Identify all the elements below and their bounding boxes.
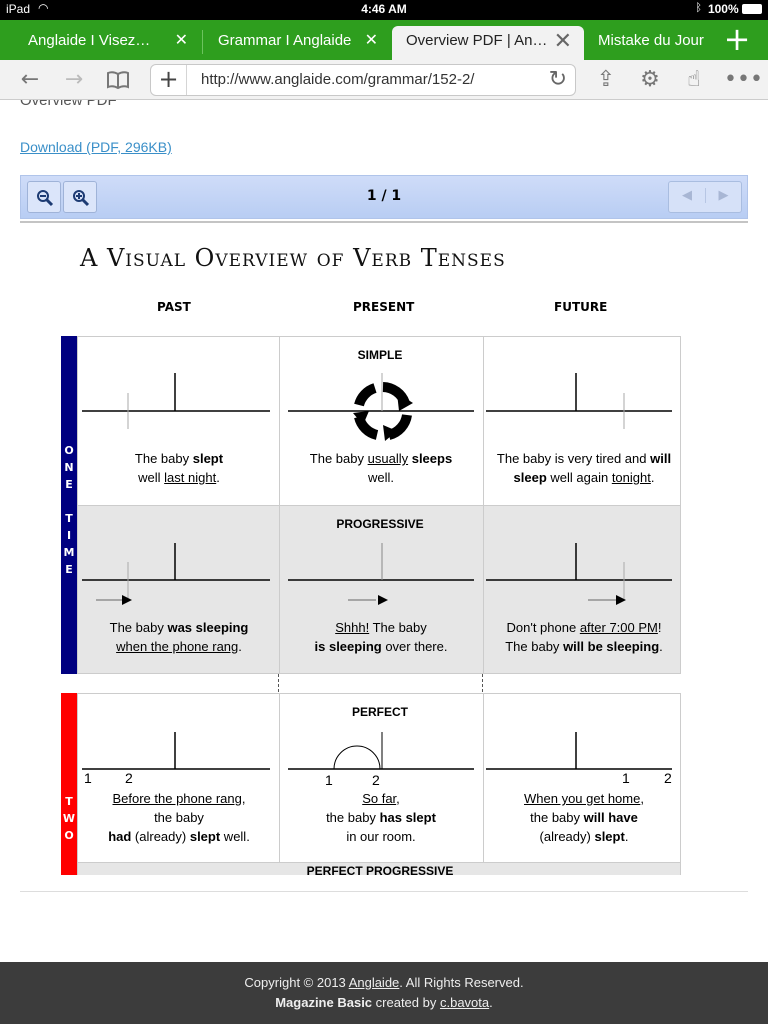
zoom-out-icon	[37, 190, 54, 207]
column-future: FUTURE	[554, 300, 608, 314]
status-bar: iPad ◠ 4:46 AM ᛒ 100%	[0, 0, 768, 20]
progressive-past-text: The baby was sleeping when the phone ran…	[109, 620, 249, 654]
add-bookmark-button[interactable]: +	[151, 65, 187, 95]
two-time-grid: PERFECT 1 2 1 2 1 2 Before the phone ran…	[77, 693, 681, 882]
bookmarks-icon[interactable]	[104, 66, 132, 94]
close-icon[interactable]: ✕	[174, 32, 188, 49]
close-icon[interactable]: ✕	[364, 32, 378, 49]
tab-mistake[interactable]: Mistake du Jour	[584, 26, 708, 60]
page-title: Overview PDF	[20, 100, 117, 109]
timeline-label: 2	[372, 772, 380, 788]
site-footer: Copyright © 2013 Anglaide. All Rights Re…	[0, 962, 768, 1024]
new-tab-button[interactable]: +	[706, 20, 768, 60]
copyright-line: Copyright © 2013 Anglaide. All Rights Re…	[244, 975, 524, 990]
timeline-label: 1	[84, 770, 92, 786]
credit-line: Magazine Basic created by c.bavota.	[275, 995, 493, 1010]
tab-label: Anglaide I Visez…	[28, 32, 151, 49]
zoom-in-icon	[73, 190, 90, 207]
divider	[20, 891, 748, 892]
document-title: A Visual Overview of Verb Tenses	[80, 244, 506, 272]
perfect-past-text: Before the phone rang, the baby had (alr…	[108, 791, 250, 844]
dashed-connector	[482, 674, 483, 692]
address-bar[interactable]: + http://www.anglaide.com/grammar/152-2/…	[150, 64, 576, 96]
one-time-grid: SIMPLE The baby slept well last night.	[77, 336, 681, 674]
timeline-label: 1	[325, 772, 333, 788]
touch-icon[interactable]: ☝	[687, 67, 701, 92]
close-icon[interactable]: ✕	[553, 28, 572, 53]
perfect-progressive-title: PERFECT PROGRESSIVE	[306, 864, 454, 878]
col-divider	[279, 337, 280, 673]
download-link[interactable]: Download (PDF, 296KB)	[20, 139, 172, 155]
timeline-label: 1	[622, 770, 630, 786]
share-icon[interactable]: ⇪	[596, 67, 616, 92]
perfect-title: PERFECT	[351, 705, 408, 719]
gear-icon[interactable]: ⚙	[640, 67, 660, 92]
page-cutoff	[0, 875, 768, 962]
wifi-icon: ◠	[38, 1, 49, 15]
progressive-present-text: Shhh! The baby is sleeping over there.	[314, 620, 448, 654]
page-nav: ◀ ▶	[668, 181, 742, 213]
perfect-present-text: So far, the baby has slept in our room.	[326, 791, 436, 844]
col-divider	[483, 337, 484, 673]
browser-toolbar: ← → + http://www.anglaide.com/grammar/15…	[0, 60, 768, 100]
anglaide-link[interactable]: Anglaide	[348, 975, 400, 990]
simple-future-text: The baby is very tired and will sleep we…	[496, 451, 672, 485]
tab-overview-pdf[interactable]: Overview PDF | An… ✕	[392, 26, 584, 60]
col-divider	[483, 694, 484, 878]
plus-icon: +	[723, 20, 751, 58]
perfect-timelines	[82, 732, 672, 770]
tab-grammar[interactable]: Grammar I Anglaide ✕	[190, 26, 390, 60]
simple-timelines	[82, 373, 672, 429]
perfect-future-text: When you get home, the baby will have (a…	[524, 791, 644, 844]
progressive-future-text: Don't phone after 7:00 PM! The baby will…	[505, 620, 663, 654]
more-icon[interactable]: •••	[724, 67, 763, 92]
next-page-button[interactable]: ▶	[705, 188, 741, 203]
prev-page-button[interactable]: ◀	[682, 188, 692, 203]
clock: 4:46 AM	[361, 2, 407, 16]
forward-icon[interactable]: →	[64, 67, 84, 92]
zoom-out-button[interactable]	[27, 181, 61, 213]
device-label: iPad	[6, 2, 31, 16]
recycle-cycle-icon	[353, 382, 413, 441]
simple-title: SIMPLE	[357, 348, 403, 362]
progressive-row-bg	[78, 505, 680, 673]
bluetooth-icon: ᛒ	[695, 2, 702, 14]
tab-label: Overview PDF | An…	[406, 32, 548, 49]
progressive-timelines	[82, 543, 672, 605]
author-link[interactable]: c.bavota	[439, 995, 490, 1010]
progressive-title: PROGRESSIVE	[336, 517, 424, 531]
simple-present-text: The baby usually sleeps well.	[309, 451, 453, 485]
back-icon[interactable]: ←	[20, 67, 40, 92]
column-past: PAST	[157, 300, 191, 314]
page-content: Overview PDF Download (PDF, 296KB) 1 / 1…	[0, 100, 768, 962]
pdf-viewer-toolbar: 1 / 1 ◀ ▶	[20, 175, 748, 219]
timeline-label: 2	[125, 770, 133, 786]
simple-past-text: The baby slept well last night.	[134, 451, 224, 485]
col-divider	[279, 694, 280, 878]
row-divider	[78, 505, 680, 506]
divider	[20, 221, 748, 223]
url-text[interactable]: http://www.anglaide.com/grammar/152-2/	[201, 71, 475, 88]
tab-anglaide[interactable]: Anglaide I Visez… ✕	[0, 26, 200, 60]
column-present: PRESENT	[353, 300, 415, 314]
tab-label: Mistake du Jour	[598, 32, 704, 49]
tab-divider	[202, 30, 203, 54]
tab-bar: Anglaide I Visez… ✕ Grammar I Anglaide ✕…	[0, 20, 768, 60]
battery-icon	[742, 4, 762, 14]
zoom-in-button[interactable]	[63, 181, 97, 213]
battery-percent: 100%	[708, 2, 762, 16]
reload-icon[interactable]: ↻	[548, 67, 567, 92]
tab-label: Grammar I Anglaide	[218, 32, 352, 49]
timeline-label: 2	[664, 770, 672, 786]
page-indicator: 1 / 1	[366, 188, 402, 204]
dashed-connector	[278, 674, 279, 692]
